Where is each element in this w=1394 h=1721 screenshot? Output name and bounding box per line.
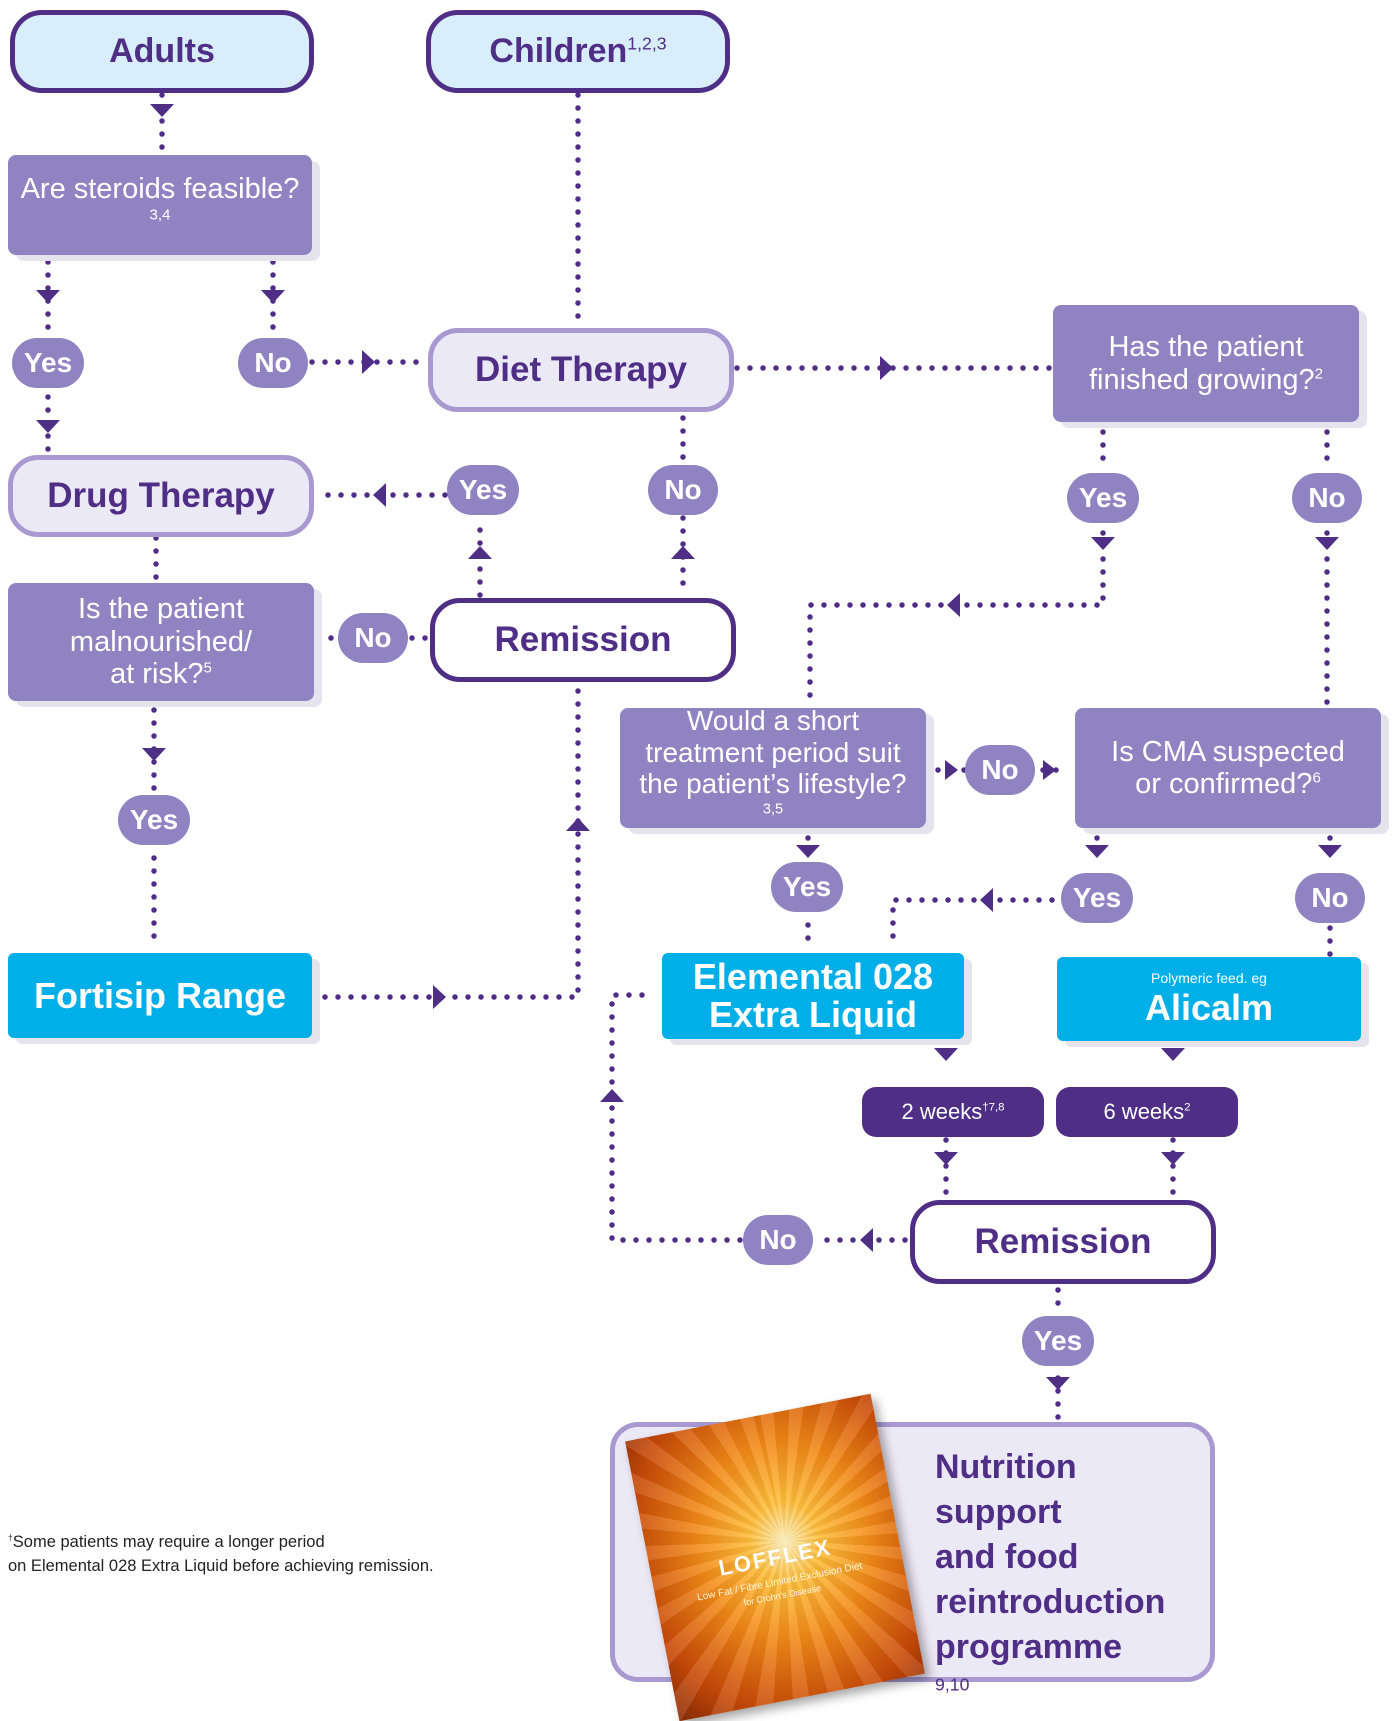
alicalm-label: Alicalm [1144, 987, 1274, 1029]
remission-node-lower: Remission [910, 1200, 1216, 1284]
nutrition-support-title: Nutrition support and food reintroductio… [935, 1448, 1166, 1695]
footnote: †Some patients may require a longer peri… [8, 1530, 528, 1578]
arrow-up-remission-no [671, 546, 695, 559]
remission-node-upper: Remission [430, 598, 736, 682]
yes-pill-steroids: Yes [12, 338, 84, 388]
children-label: Children1,2,3 [489, 32, 667, 70]
steroids-ref: 3,4 [149, 206, 171, 224]
arrow-down-steroids-no [261, 290, 285, 303]
arrow-up-remission-yes [468, 546, 492, 559]
arrow-down-adults [150, 104, 174, 117]
alicalm-caption: Polymeric feed. eg [1151, 969, 1267, 986]
arrow-up-loop [600, 1089, 624, 1102]
arrow-right-short-no [945, 760, 958, 780]
adults-node: Adults [10, 10, 314, 93]
arrow-down-drug [36, 420, 60, 433]
malnourished-ref: 5 [203, 659, 212, 677]
arrow-down-6weeks [1161, 1152, 1185, 1165]
fortisip-range-node: Fortisip Range [8, 953, 312, 1038]
diet-therapy-node: Diet Therapy [428, 328, 734, 412]
duration-6-weeks-ref: 2 [1184, 1101, 1191, 1114]
steroids-question: Are steroids feasible?3,4 [8, 155, 312, 255]
arrow-down-growing-no [1315, 537, 1339, 550]
arrow-right-fortisip [433, 985, 446, 1009]
arrow-down-elemental [934, 1048, 958, 1061]
arrow-down-short-yes [796, 845, 820, 858]
connector-no-loop [609, 992, 743, 1243]
remission-upper-label: Remission [494, 620, 672, 659]
short-treatment-ref: 3,5 [762, 802, 784, 819]
arrow-right-diet-growing [880, 356, 893, 380]
no-pill-diet: No [648, 465, 718, 515]
duration-2-weeks-ref: †7,8 [982, 1101, 1005, 1114]
elemental-line1: Elemental 028 [692, 956, 934, 998]
drug-therapy-node: Drug Therapy [8, 455, 314, 537]
arrow-left-yes-drug [373, 483, 386, 507]
arrow-left-yes-short [947, 593, 960, 617]
alicalm-node: Polymeric feed. eg Alicalm [1057, 957, 1361, 1041]
arrow-down-cma-yes [1085, 845, 1109, 858]
no-pill-remission-lower: No [743, 1215, 813, 1265]
diet-therapy-label: Diet Therapy [475, 350, 687, 389]
connector-yes-short [807, 530, 1106, 708]
connector-cma-yes-elemental [890, 897, 1068, 948]
arrow-right-no-diet [362, 350, 375, 374]
arrow-down-malnourished [142, 748, 166, 761]
arrow-left-cma-yes [980, 888, 993, 912]
yes-pill-remission-upper: Yes [447, 465, 519, 515]
arrow-left-remission-no [860, 1228, 873, 1252]
cma-ref: 6 [1312, 769, 1321, 787]
yes-pill-remission-lower: Yes [1022, 1316, 1094, 1366]
arrow-up-fortisip [566, 818, 590, 831]
drug-therapy-label: Drug Therapy [47, 476, 275, 515]
no-pill-malnourished: No [338, 613, 408, 663]
arrow-down-cma-no [1318, 845, 1342, 858]
no-pill-cma: No [1295, 873, 1365, 923]
yes-pill-cma: Yes [1061, 873, 1133, 923]
arrow-down-growing-yes [1091, 537, 1115, 550]
elemental-line2: Extra Liquid [708, 994, 918, 1035]
arrow-down-2weeks [934, 1152, 958, 1165]
children-node: Children1,2,3 [426, 10, 730, 93]
footnote-line2: on Elemental 028 Extra Liquid before ach… [8, 1557, 434, 1575]
arrow-down-remission-yes [1046, 1377, 1070, 1390]
arrow-right-no-cma [1043, 760, 1056, 780]
growing-ref: 2 [1314, 364, 1324, 382]
arrow-down-steroids-yes [36, 290, 60, 303]
duration-2-weeks: 2 weeks†7,8 [862, 1087, 1044, 1137]
duration-6-weeks: 6 weeks2 [1056, 1087, 1238, 1137]
fortisip-label: Fortisip Range [33, 974, 287, 1016]
elemental-node: Elemental 028 Extra Liquid [662, 953, 964, 1039]
adults-label: Adults [109, 32, 215, 70]
steroids-question-text: Are steroids feasible?3,4 [20, 172, 300, 224]
yes-pill-malnourished: Yes [118, 795, 190, 845]
yes-pill-short-treatment: Yes [771, 862, 843, 912]
children-ref: 1,2,3 [627, 33, 667, 54]
connector-fortisip-remission [322, 682, 581, 1000]
arrow-down-alicalm [1161, 1048, 1185, 1061]
no-pill-short-treatment: No [965, 745, 1035, 795]
no-pill-growing: No [1292, 473, 1362, 523]
lofflex-booklet-image: LOFFLEX Low Fat / Fibre Limited Exclusio… [625, 1393, 925, 1721]
footnote-mark: † [8, 1532, 13, 1543]
remission-lower-label: Remission [974, 1222, 1152, 1261]
yes-pill-growing: Yes [1067, 473, 1139, 523]
no-pill-steroids: No [238, 338, 308, 388]
footnote-line1: Some patients may require a longer perio… [12, 1533, 325, 1551]
nutrition-support-ref: 9,10 [935, 1674, 970, 1695]
